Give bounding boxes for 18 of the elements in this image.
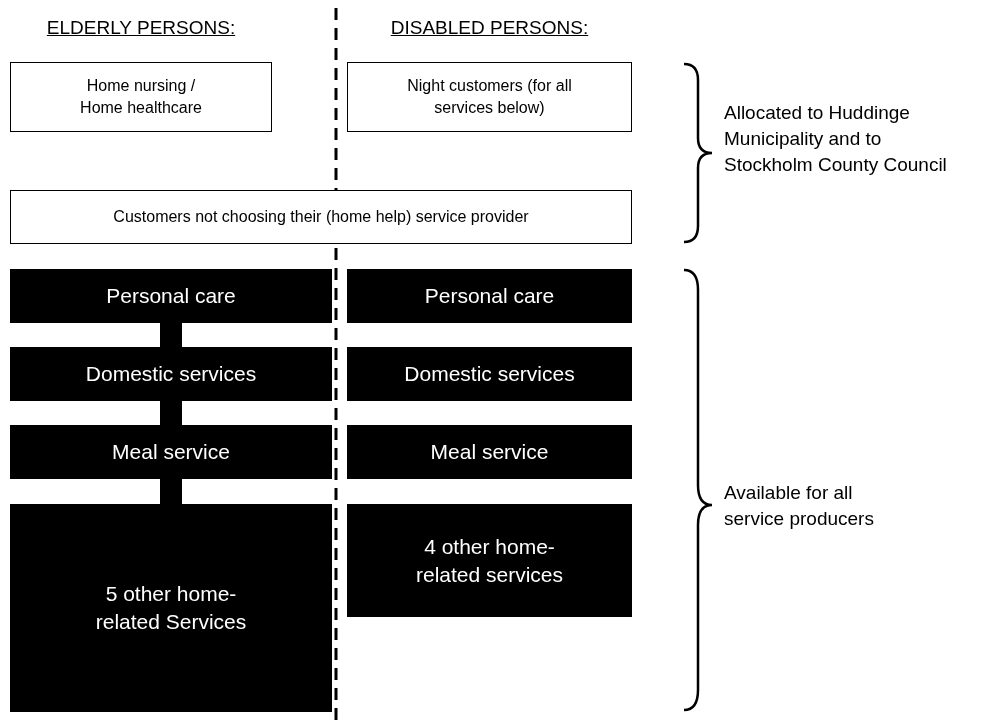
service-box: 4 other home-related services: [347, 504, 632, 617]
customer-box: Night customers (for all services below): [347, 62, 632, 132]
service-box: Domestic services: [347, 347, 632, 401]
service-box: Personal care: [347, 269, 632, 323]
service-box: Domestic services: [10, 347, 332, 401]
customer-box: Home nursing / Home healthcare: [10, 62, 272, 132]
connector-bar: [160, 479, 182, 504]
connector-bar: [160, 323, 182, 347]
bracket-label: Allocated to Huddinge Municipality and to Stockholm County Council: [724, 101, 948, 177]
column-heading: DISABLED PERSONS:: [389, 16, 590, 40]
service-box: Meal service: [347, 425, 632, 479]
column-heading: ELDERLY PERSONS:: [45, 16, 237, 40]
service-box: 5 other home-related Services: [10, 504, 332, 712]
connector-bar: [160, 401, 182, 425]
customer-box: Customers not choosing their (home help) service provider: [10, 190, 632, 244]
bracket-label: Available for all service producers: [724, 481, 875, 531]
service-box: Personal care: [10, 269, 332, 323]
service-box: Meal service: [10, 425, 332, 479]
